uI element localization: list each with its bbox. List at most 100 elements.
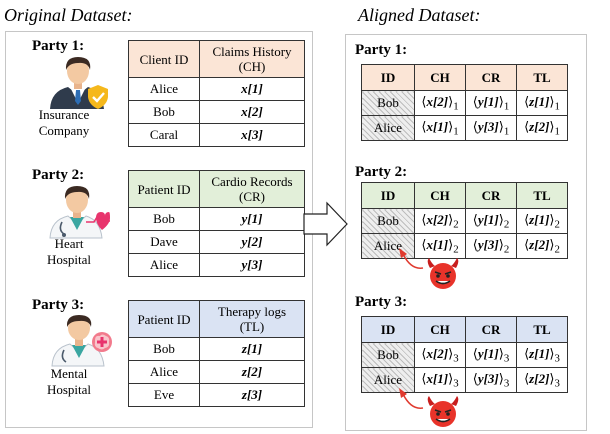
party-2-org-line2: Hospital <box>46 252 92 267</box>
col-header-line2: (TL) <box>239 319 265 334</box>
col-header-line2: (CH) <box>238 59 266 74</box>
share-party-index: 1 <box>453 100 459 113</box>
share-var: z <box>529 93 535 109</box>
value-index: [2] <box>247 104 263 119</box>
table-row: Bob z[1] <box>128 337 305 361</box>
value-index: [2] <box>247 234 263 249</box>
share-party-index: 3 <box>503 352 510 365</box>
table-row: Dave y[2] <box>128 230 305 254</box>
col-cr-header: CR <box>465 64 517 91</box>
share-var: x <box>426 211 433 227</box>
share-index: [1] <box>483 93 499 109</box>
row-value: x[3] <box>199 123 305 147</box>
share-var: z <box>529 345 535 361</box>
share-party-index: 3 <box>554 377 560 390</box>
share-index: [3] <box>483 236 499 252</box>
col-cr-header: CR <box>465 182 517 209</box>
value-index: [1] <box>246 341 263 356</box>
row-id: Bob <box>361 342 415 368</box>
secret-share-cell: ⟨x[2]⟩3 <box>414 342 466 368</box>
heart-doctor-icon <box>49 186 110 239</box>
value-var: y <box>241 234 248 249</box>
secret-share-cell: ⟨z[1]⟩2 <box>516 208 568 234</box>
share-index: [1] <box>432 370 449 386</box>
table-row: Alice z[2] <box>128 360 305 384</box>
share-var: z <box>529 211 535 227</box>
row-id: Bob <box>361 208 415 234</box>
col-patient-id-header: Patient ID <box>128 300 200 338</box>
col-id-header: ID <box>361 64 415 91</box>
secret-share-cell: ⟨y[3]⟩1 <box>465 115 517 141</box>
row-id: Alice <box>361 115 415 141</box>
party-2-label: Party 2: <box>32 167 85 183</box>
share-index: [1] <box>483 345 499 361</box>
secret-share-cell: ⟨x[1]⟩1 <box>414 115 466 141</box>
share-index: [1] <box>432 236 449 252</box>
aligned-party-1-label: Party 1: <box>355 42 408 58</box>
col-header-line1: Cardio Records <box>211 174 293 189</box>
aligned-party-3-label: Party 3: <box>355 294 408 310</box>
secret-share-cell: ⟨z[2]⟩3 <box>516 367 568 393</box>
party-3-leak-arrow-icon <box>399 388 424 409</box>
share-party-index: 1 <box>503 125 510 138</box>
value-index: [1] <box>247 81 263 96</box>
share-index: [1] <box>483 211 499 227</box>
share-var: z <box>529 370 535 386</box>
share-party-index: 2 <box>503 218 510 231</box>
share-index: [2] <box>534 370 550 386</box>
share-party-index: 3 <box>453 352 459 365</box>
share-var: z <box>529 236 535 252</box>
table-row: Bob⟨x[2]⟩3⟨y[1]⟩3⟨z[1]⟩3 <box>361 342 568 368</box>
share-index: [1] <box>534 211 550 227</box>
row-value: y[3] <box>199 253 305 277</box>
row-id: Eve <box>128 383 200 407</box>
table-row: Alice x[1] <box>128 77 305 101</box>
value-index: [2] <box>246 364 263 379</box>
party-3-org: Mental Hospital <box>38 366 100 398</box>
row-value: z[2] <box>199 360 305 384</box>
col-id-header: ID <box>361 316 415 343</box>
value-var: y <box>241 211 248 226</box>
share-index: [2] <box>534 118 550 134</box>
row-value: y[2] <box>199 230 305 254</box>
col-cardio-records-header: Cardio Records (CR) <box>199 170 305 208</box>
col-tl-header: TL <box>516 182 568 209</box>
share-var: y <box>477 211 484 227</box>
share-party-index: 2 <box>503 243 510 256</box>
share-var: x <box>426 118 433 134</box>
party-3-source-table: Patient ID Therapy logs (TL) Bob z[1] Al… <box>128 300 305 407</box>
insurance-agent-icon <box>50 57 108 109</box>
col-client-id-header: Client ID <box>128 40 200 78</box>
aligned-dataset-panel <box>345 34 587 431</box>
row-id: Alice <box>128 360 200 384</box>
share-party-index: 3 <box>453 377 459 390</box>
secret-share-cell: ⟨x[1]⟩3 <box>414 367 466 393</box>
col-patient-id-header: Patient ID <box>128 170 200 208</box>
table-row: Alice⟨x[1]⟩1⟨y[3]⟩1⟨z[2]⟩1 <box>361 115 568 141</box>
row-value: y[1] <box>199 207 305 231</box>
aligned-party-2-label: Party 2: <box>355 164 408 180</box>
share-var: x <box>426 345 433 361</box>
secret-share-cell: ⟨y[3]⟩3 <box>465 367 517 393</box>
party-3-devil-icon <box>427 396 459 427</box>
share-party-index: 1 <box>554 125 560 138</box>
value-var: z <box>241 364 247 379</box>
col-cr-header: CR <box>465 316 517 343</box>
share-party-index: 1 <box>503 100 510 113</box>
original-dataset-title: Original Dataset: <box>4 5 133 25</box>
col-ch-header: CH <box>414 316 466 343</box>
party-2-source-table: Patient ID Cardio Records (CR) Bob y[1] … <box>128 170 305 277</box>
share-index: [2] <box>534 236 550 252</box>
row-id: Alice <box>128 253 200 277</box>
share-var: y <box>477 118 484 134</box>
aligned-dataset-title: Aligned Dataset: <box>358 5 481 25</box>
share-party-index: 2 <box>453 243 459 256</box>
party-3-org-line1: Mental <box>50 366 88 381</box>
row-id: Bob <box>128 207 200 231</box>
col-claims-history-header: Claims History (CH) <box>199 40 305 78</box>
party-3-org-line2: Hospital <box>46 382 92 397</box>
share-index: [2] <box>432 93 449 109</box>
share-var: y <box>477 236 484 252</box>
party-1-org-line2: Company <box>38 123 90 138</box>
